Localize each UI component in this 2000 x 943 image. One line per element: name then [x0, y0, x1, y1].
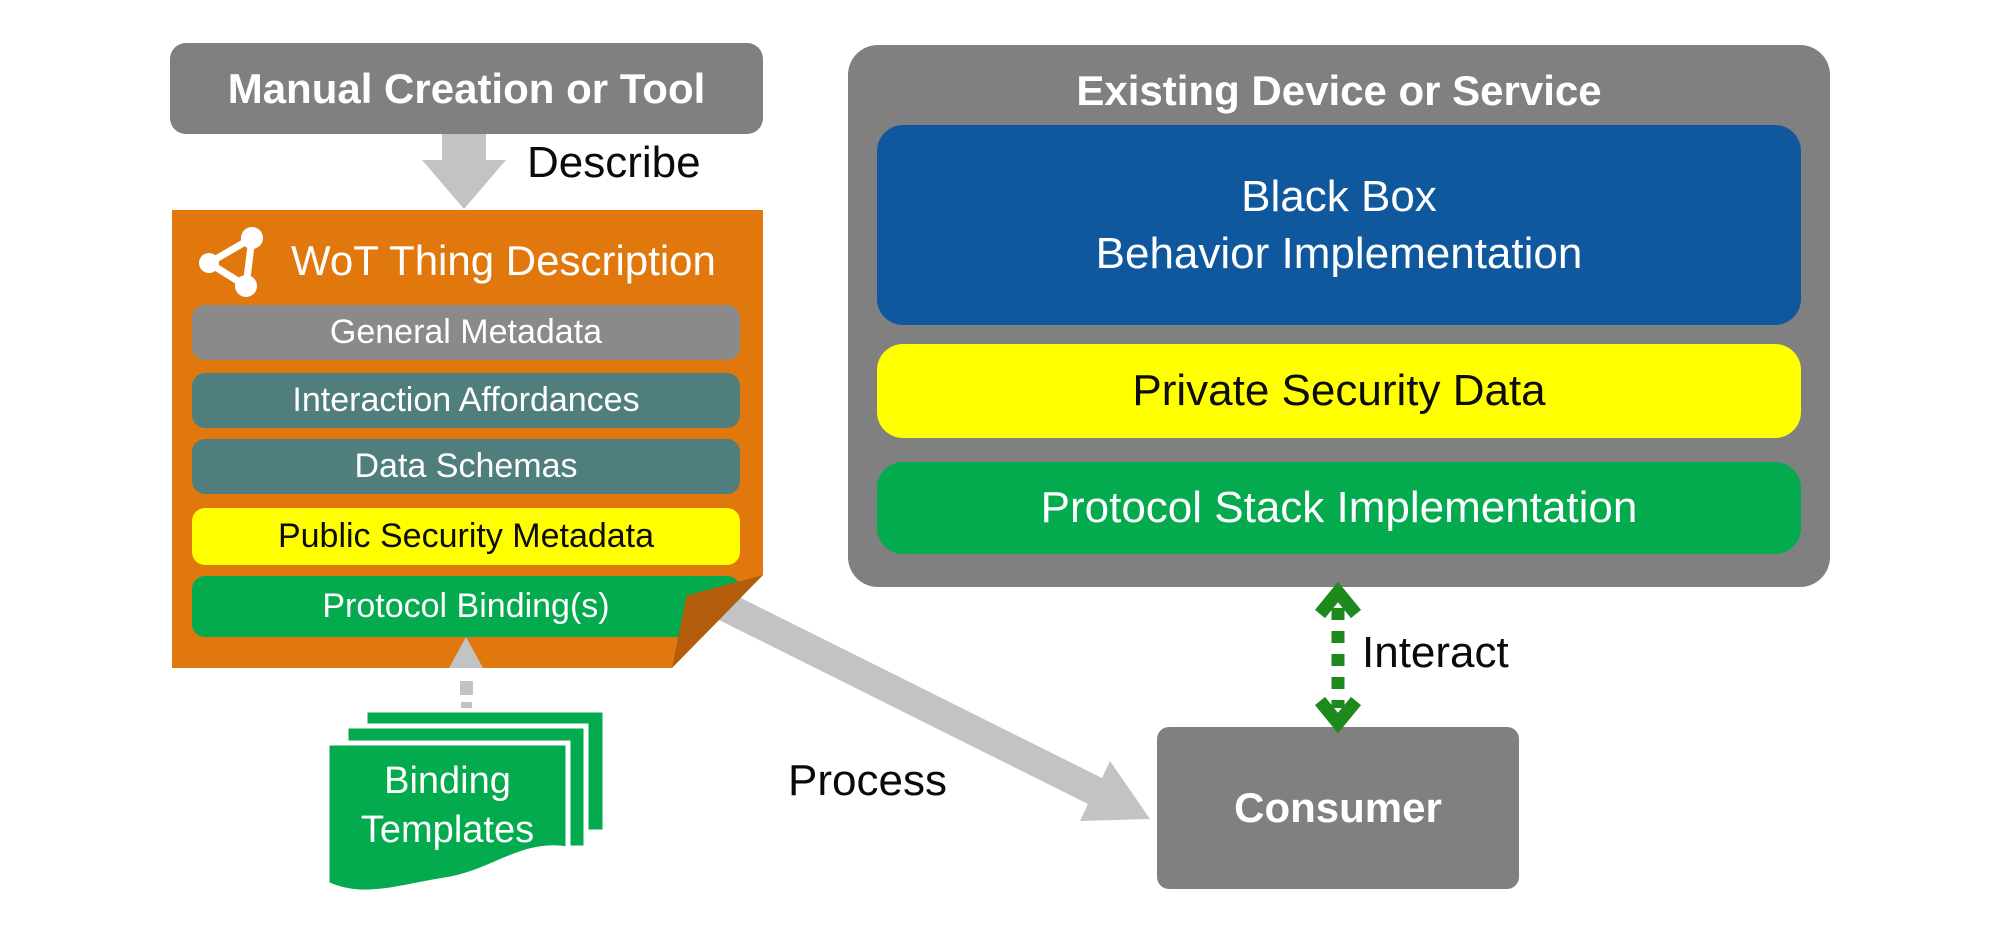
wot-thing-description-box: WoT Thing Description General Metadata I…	[172, 210, 763, 668]
binding-templates-stack	[324, 707, 608, 895]
binding-templates-label: Binding Templates	[360, 760, 535, 851]
document-sheet-icon	[324, 740, 571, 895]
manual-creation-title: Manual Creation or Tool	[227, 64, 706, 112]
interact-label: Interact	[1362, 628, 1509, 677]
describe-arrow	[422, 134, 506, 209]
consumer-title: Consumer	[1234, 784, 1442, 831]
manual-creation-box: Manual Creation or Tool	[170, 43, 763, 134]
protocol-stack-layer: Protocol Stack Implementation	[877, 462, 1801, 554]
data-schemas-bar: Data Schemas	[192, 439, 740, 494]
process-label: Process	[788, 756, 947, 805]
interact-arrow	[1314, 581, 1362, 734]
share-nodes-icon	[199, 227, 263, 297]
protocol-bindings-bar: Protocol Binding(s)	[192, 576, 740, 637]
consumer-box: Consumer	[1157, 727, 1519, 889]
interaction-affordances-bar: Interaction Affordances	[192, 373, 740, 428]
wot-box-title: WoT Thing Description	[291, 237, 716, 284]
private-security-data-layer: Private Security Data	[877, 344, 1801, 438]
wot-title-row: WoT Thing Description	[197, 225, 716, 297]
describe-label: Describe	[527, 138, 701, 187]
general-metadata-bar: General Metadata	[192, 305, 740, 360]
templates-to-binding-arrow	[449, 637, 483, 708]
public-security-metadata-bar: Public Security Metadata	[192, 508, 740, 565]
black-box-behavior-layer: Black Box Behavior Implementation	[877, 125, 1801, 325]
existing-device-title: Existing Device or Service	[1076, 67, 1602, 114]
process-arrow	[709, 589, 1150, 821]
existing-device-box: Existing Device or Service Black Box Beh…	[848, 45, 1830, 587]
